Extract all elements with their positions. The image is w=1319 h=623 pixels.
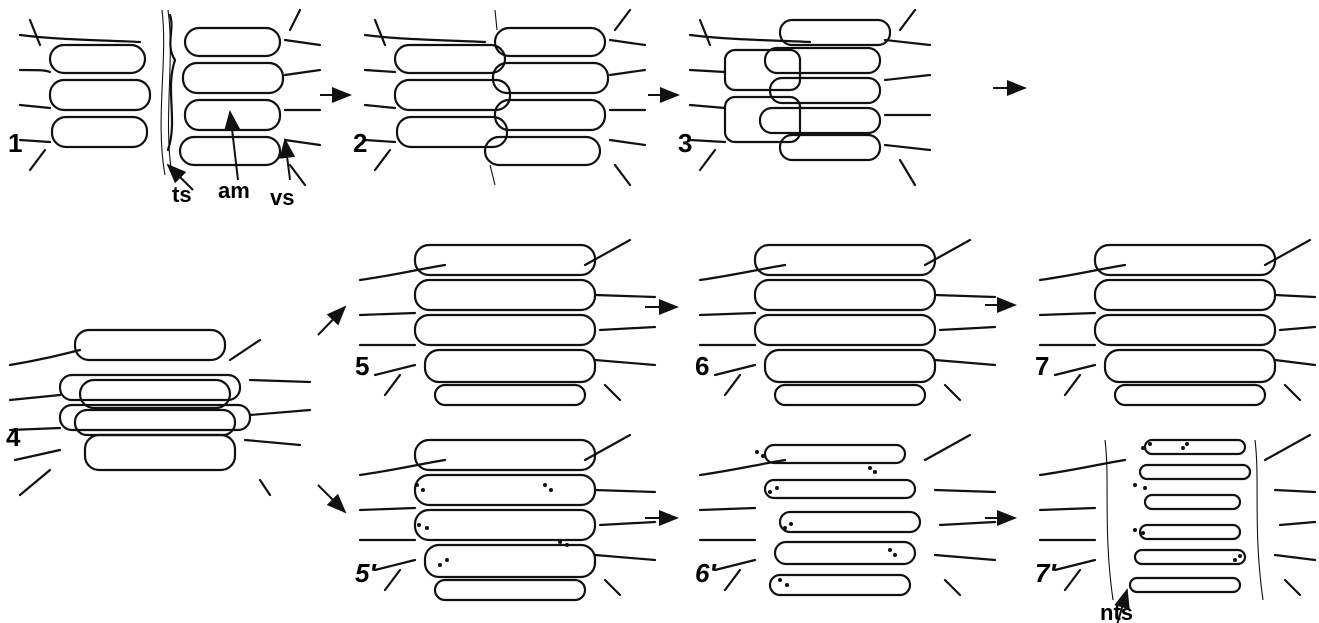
- panel-label: 4: [6, 422, 21, 452]
- panel-label: 5: [355, 351, 369, 381]
- panel-label: 6′: [695, 558, 717, 588]
- panel-label: 6: [695, 351, 709, 381]
- panel-3: 3: [678, 10, 930, 185]
- granule-dots: [415, 483, 569, 567]
- panel-6-prime: 6′: [695, 435, 995, 595]
- panel-label: 2: [353, 128, 367, 158]
- panel-5-prime: 5′: [355, 435, 655, 600]
- annotation-nts: nts: [1100, 600, 1133, 623]
- panel-7-prime: 7′ nts: [1035, 435, 1315, 623]
- annotation-vs: vs: [270, 185, 294, 210]
- annotation-ts: ts: [172, 182, 192, 207]
- panel-1: 1 ts am vs: [8, 10, 320, 210]
- branch-arrow-up: [318, 307, 345, 335]
- panel-4: 4: [6, 330, 310, 495]
- annotation-am: am: [218, 178, 250, 203]
- panel-2: 2: [353, 10, 645, 185]
- granule-dots: [1133, 442, 1242, 562]
- branch-arrow-down: [318, 485, 345, 512]
- panel-label: 7: [1035, 351, 1049, 381]
- panel-label: 5′: [355, 558, 377, 588]
- panel-7: 7: [1035, 240, 1315, 405]
- panel-label: 3: [678, 128, 692, 158]
- panel-5: 5: [355, 240, 655, 405]
- panel-label: 7′: [1035, 558, 1057, 588]
- panel-label: 1: [8, 128, 22, 158]
- panel-6: 6: [695, 240, 995, 405]
- granule-dots: [755, 450, 897, 587]
